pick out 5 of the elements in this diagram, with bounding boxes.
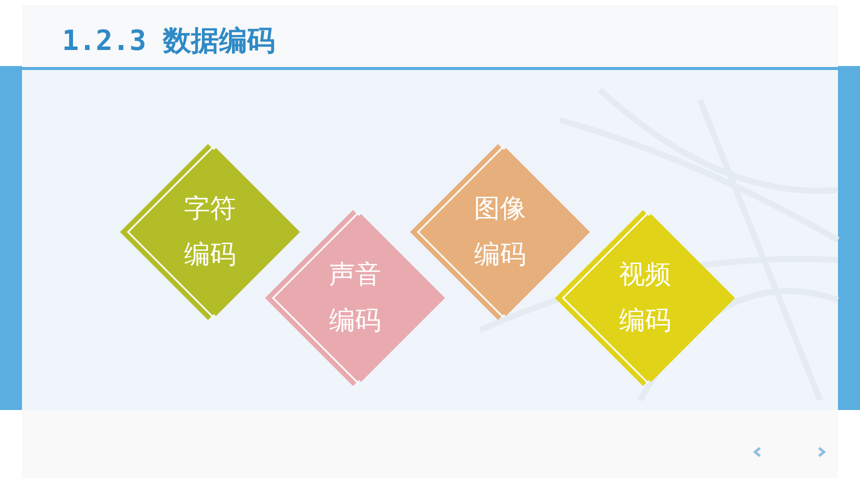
diamond-label: 视频编码 bbox=[618, 259, 672, 338]
slide-title: 1.2.3 数据编码 bbox=[62, 23, 276, 59]
diamond-label: 声音编码 bbox=[328, 259, 382, 338]
diamond-label: 字符编码 bbox=[183, 193, 237, 272]
diamond-label: 图像编码 bbox=[473, 193, 527, 272]
